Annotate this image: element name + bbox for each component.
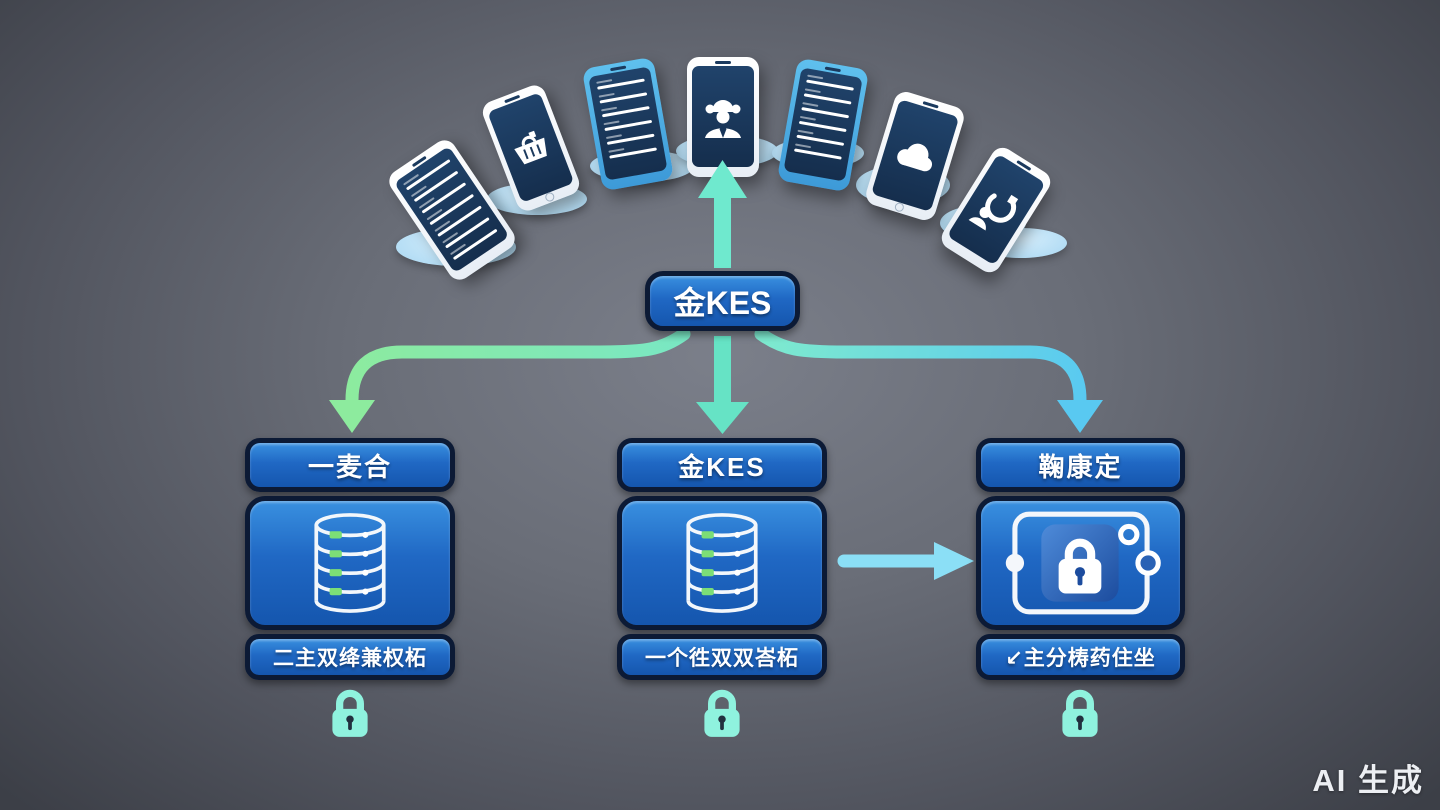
horizontal-arrow <box>837 542 974 580</box>
phone-screen <box>871 99 960 212</box>
phone-screen <box>946 153 1046 266</box>
list-row <box>605 129 655 145</box>
list-row <box>596 74 645 90</box>
list-row <box>801 102 850 119</box>
left-column-box <box>245 496 455 630</box>
hub-box: 金KES <box>645 271 800 331</box>
user-avatar-icon <box>705 99 741 138</box>
right-column-caption: ↙主分梼药住坐 <box>976 634 1185 680</box>
safe-lock-icon <box>1005 511 1161 615</box>
list-row <box>806 74 855 91</box>
phone-screen <box>692 66 754 167</box>
list-lines-icon <box>787 67 863 160</box>
list-row <box>803 88 853 105</box>
list-row <box>601 101 650 118</box>
padlock-icon <box>1062 689 1098 737</box>
middle-column-caption: 一个徃双双峇柘 <box>617 634 827 680</box>
phone-cloud <box>863 89 967 223</box>
middle-column-header: 金KES <box>617 438 827 492</box>
padlock-icon <box>704 689 740 737</box>
phone-screen <box>588 66 668 181</box>
phone-user <box>687 57 759 177</box>
hub-label: 金KES <box>673 285 772 321</box>
database-icon <box>686 513 758 613</box>
middle-column-box <box>617 496 827 630</box>
right-column-box <box>976 496 1185 630</box>
phone-speaker <box>715 60 731 64</box>
list-row <box>603 115 653 132</box>
home-button <box>543 190 556 203</box>
center-branch-arrow <box>696 336 749 434</box>
cloud-icon <box>897 143 933 171</box>
phone-screen <box>783 67 863 182</box>
right-branch-arrow <box>754 327 1103 433</box>
right-column-header: 鞠康定 <box>976 438 1185 492</box>
support-agent-icon <box>968 192 1019 231</box>
ai-generated-watermark: AI 生成 <box>1312 763 1424 798</box>
list-row <box>598 87 648 104</box>
list-row <box>796 129 845 146</box>
left-column-caption: 二主双绛兼权柘 <box>245 634 455 680</box>
database-icon <box>314 513 386 613</box>
left-column-header: 一麦合 <box>245 438 455 492</box>
left-branch-arrow <box>329 327 691 433</box>
list-row <box>798 115 848 133</box>
phone-list <box>776 57 870 193</box>
list-lines-icon <box>588 66 664 159</box>
phone-screen <box>487 92 575 203</box>
padlock-icon <box>332 689 368 737</box>
list-row <box>608 142 658 159</box>
list-row <box>793 143 843 160</box>
phone-basket <box>479 82 583 214</box>
phone-speaker <box>824 65 842 72</box>
phone-support <box>937 143 1055 277</box>
shopping-basket-icon <box>514 130 547 164</box>
